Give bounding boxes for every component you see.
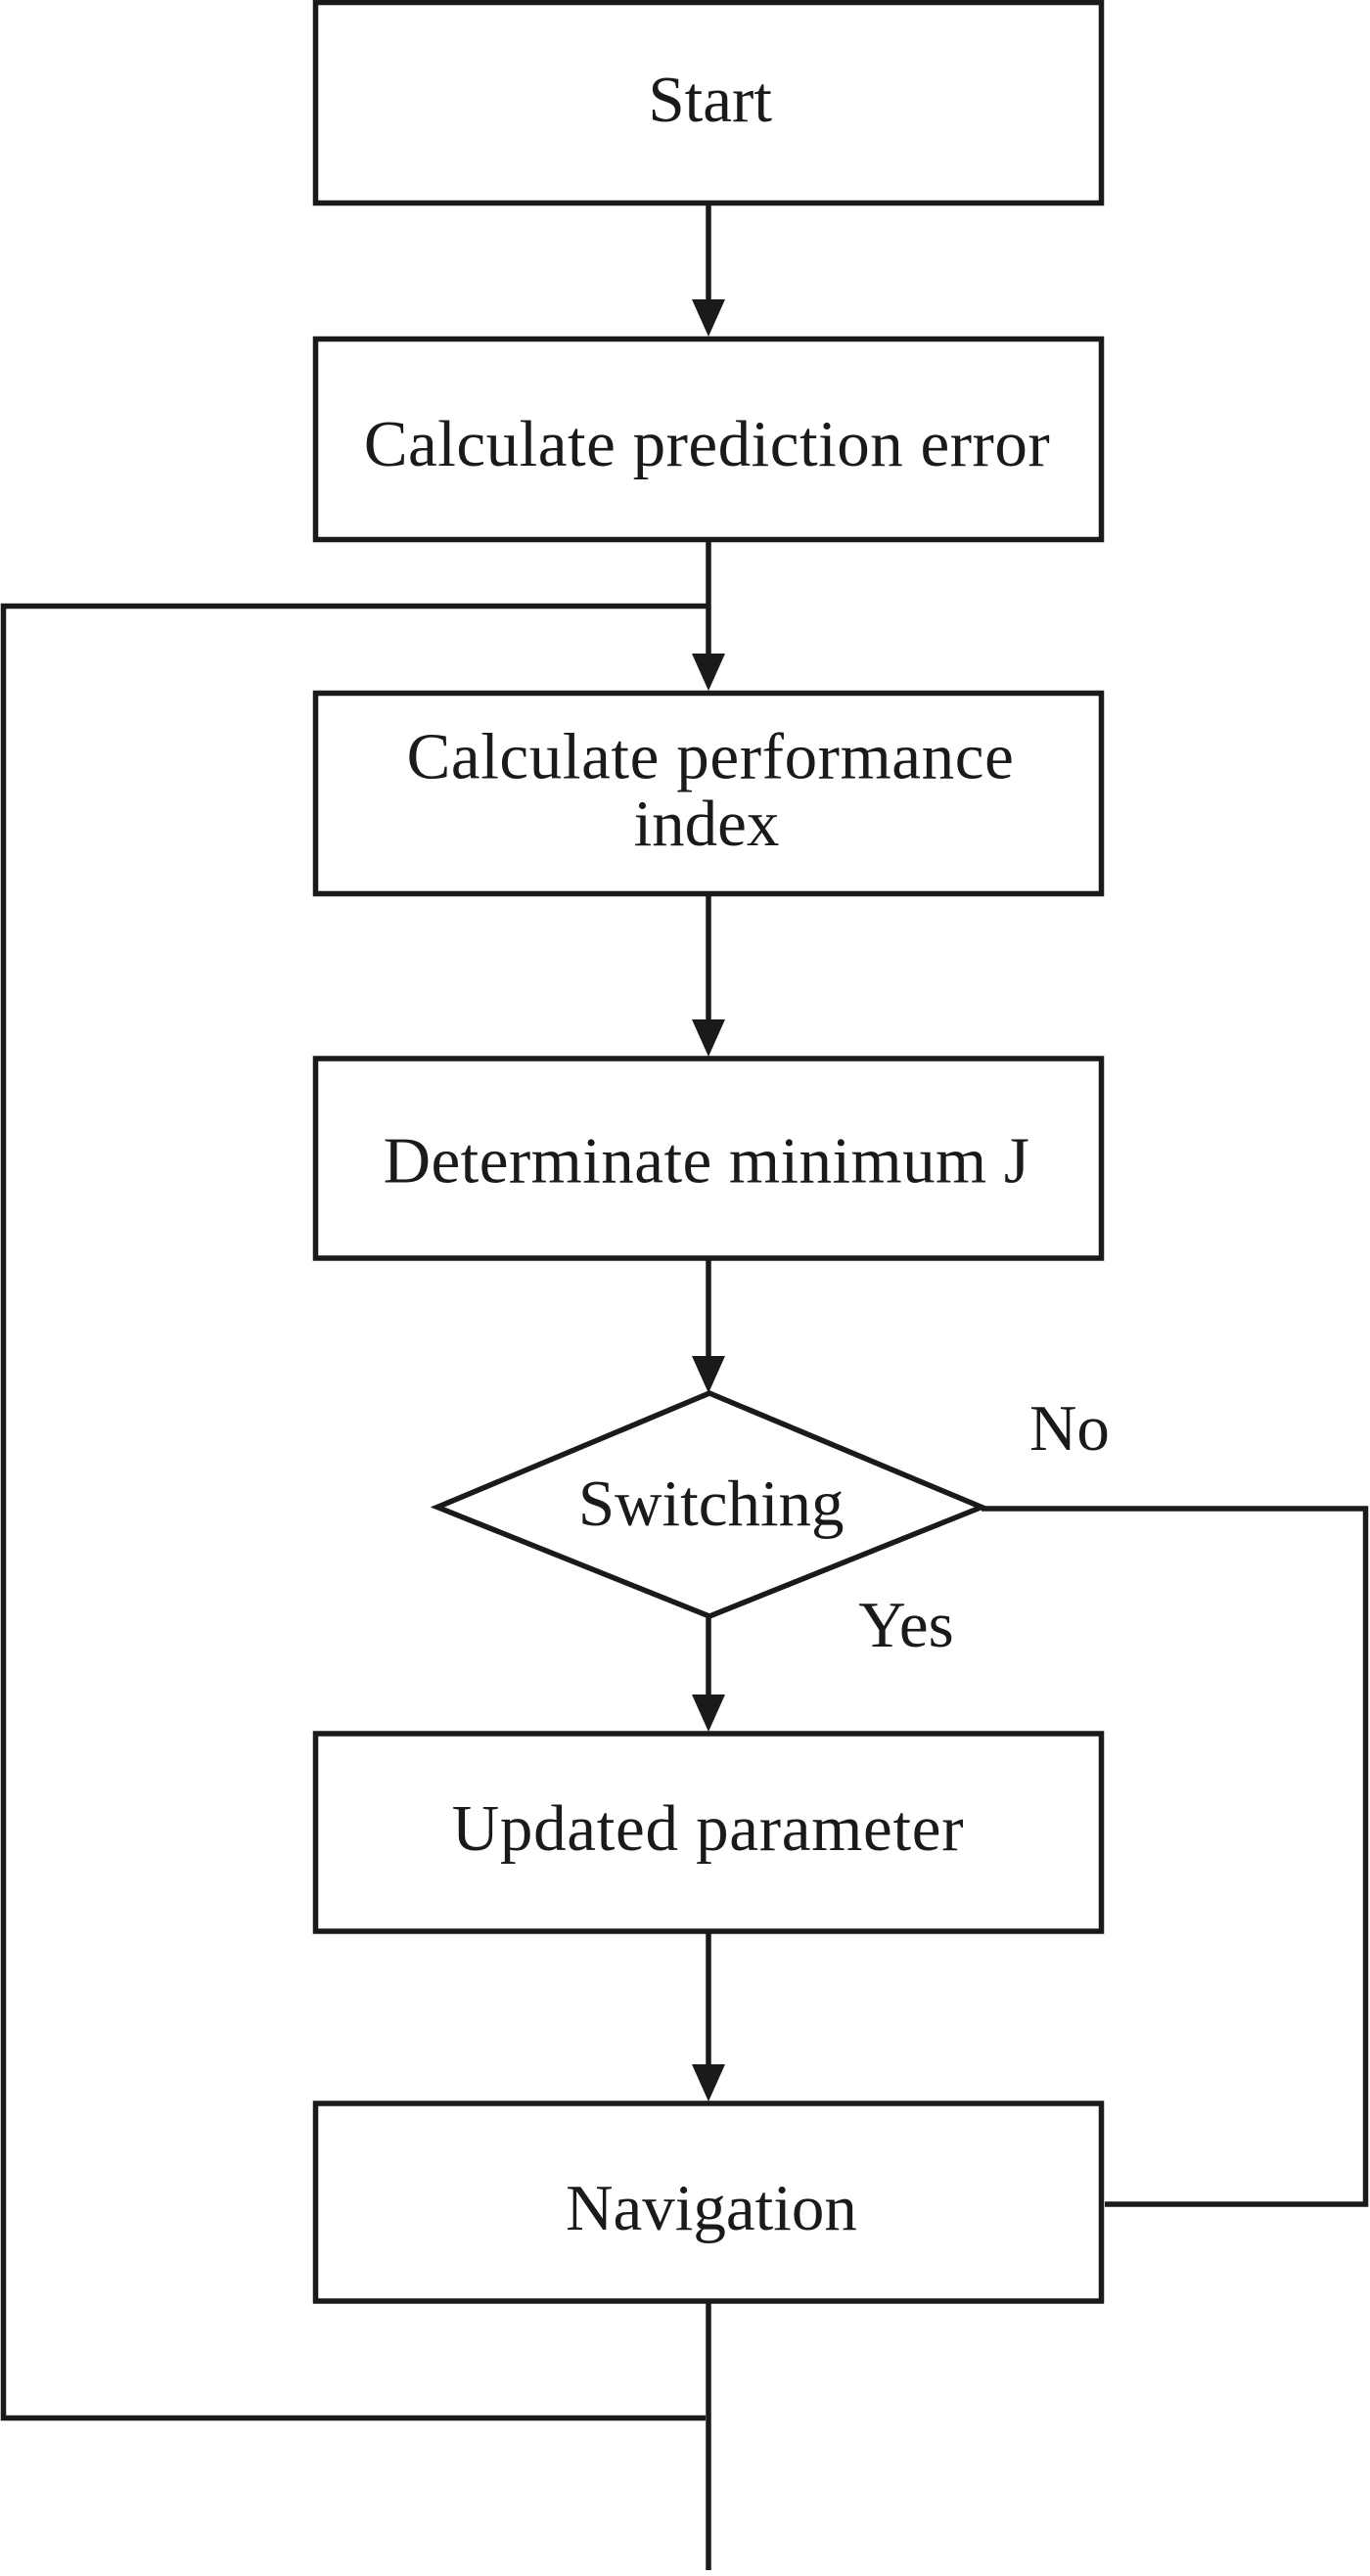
svg-text:index: index [634, 788, 780, 860]
svg-text:Yes: Yes [858, 1589, 954, 1661]
svg-text:Navigation: Navigation [566, 2172, 857, 2244]
svg-text:Updated parameter: Updated parameter [452, 1792, 964, 1865]
svg-text:Calculate performance: Calculate performance [407, 721, 1015, 793]
svg-text:Switching: Switching [578, 1468, 845, 1540]
svg-text:Start: Start [648, 64, 772, 136]
svg-text:Calculate prediction error: Calculate prediction error [364, 408, 1050, 480]
svg-text:No: No [1029, 1392, 1110, 1465]
svg-text:Determinate minimum J: Determinate minimum J [384, 1125, 1030, 1198]
